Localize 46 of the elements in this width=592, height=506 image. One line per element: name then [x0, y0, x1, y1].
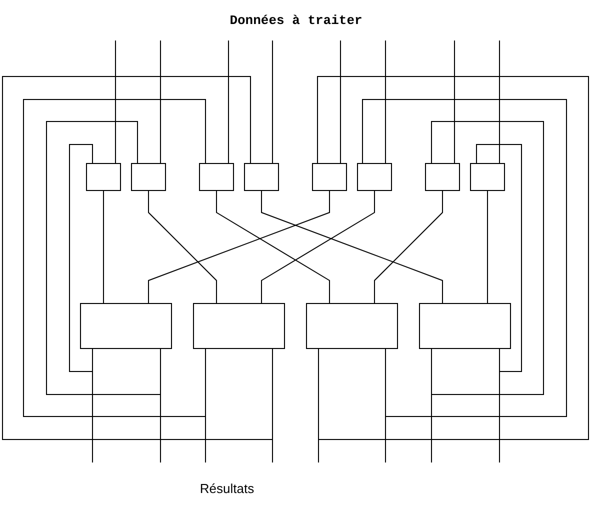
- connector-line: [487, 190, 488, 304]
- process-box: [470, 163, 505, 191]
- connector-line: [317, 76, 589, 440]
- signal-line: [272, 348, 273, 463]
- process-box: [199, 163, 234, 191]
- signal-line: [160, 348, 161, 463]
- signal-line: [385, 40, 386, 164]
- signal-line: [318, 348, 319, 463]
- connector-line: [476, 144, 522, 372]
- signal-line: [205, 348, 206, 463]
- connector-line: [216, 190, 330, 304]
- signal-line: [92, 348, 93, 463]
- process-box: [312, 163, 347, 191]
- connector-line: [46, 121, 161, 395]
- connector-line: [431, 121, 544, 395]
- connector-line: [261, 190, 443, 304]
- output-label: Résultats: [200, 481, 254, 496]
- connector-line: [23, 99, 206, 417]
- connector-line: [374, 190, 443, 304]
- process-box: [419, 303, 511, 349]
- signal-line: [115, 40, 116, 164]
- diagram-title: Données à traiter: [230, 13, 362, 28]
- process-box: [131, 163, 166, 191]
- connector-line: [261, 190, 375, 304]
- process-box: [193, 303, 285, 349]
- process-box: [86, 163, 121, 191]
- process-box: [80, 303, 172, 349]
- signal-line: [228, 40, 229, 164]
- connector-line: [362, 99, 567, 417]
- signal-line: [499, 348, 500, 463]
- connector-line: [148, 190, 330, 304]
- connector-line: [103, 190, 104, 304]
- process-box: [244, 163, 279, 191]
- signal-line: [454, 40, 455, 164]
- process-box: [425, 163, 460, 191]
- signal-line: [499, 40, 500, 164]
- process-box: [357, 163, 392, 191]
- connector-line: [2, 76, 273, 440]
- signal-line: [385, 348, 386, 463]
- signal-line: [272, 40, 273, 164]
- signal-line: [340, 40, 341, 164]
- signal-line: [431, 348, 432, 463]
- connector-line: [69, 144, 93, 372]
- process-box: [306, 303, 398, 349]
- signal-line: [160, 40, 161, 164]
- connector-line: [148, 190, 217, 304]
